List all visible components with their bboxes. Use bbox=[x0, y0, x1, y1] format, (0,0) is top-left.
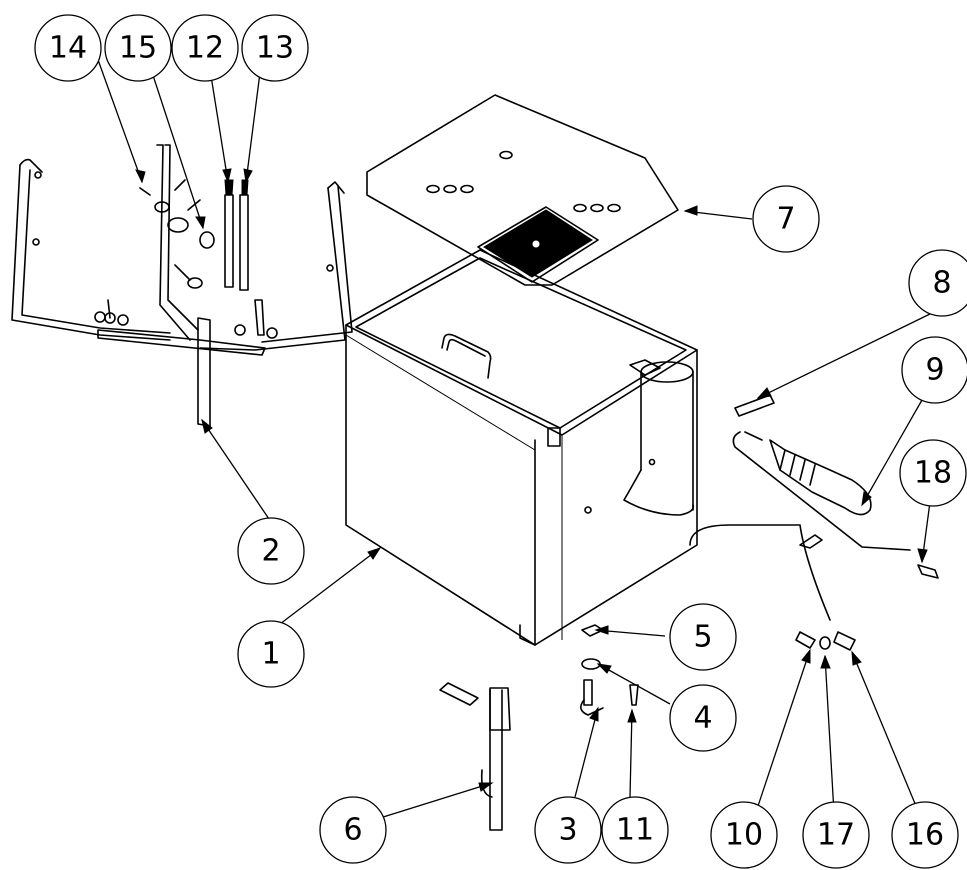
svg-text:18: 18 bbox=[914, 456, 952, 491]
svg-text:1: 1 bbox=[261, 637, 280, 672]
callout-7: 7 bbox=[752, 185, 820, 253]
callout-3: 3 bbox=[534, 796, 602, 864]
svg-text:7: 7 bbox=[776, 202, 795, 237]
callout-9: 9 bbox=[901, 336, 967, 404]
callout-1: 1 bbox=[237, 620, 305, 688]
svg-text:4: 4 bbox=[693, 701, 712, 736]
callout-10: 10 bbox=[710, 801, 778, 869]
support-frame bbox=[11, 144, 353, 427]
svg-text:16: 16 bbox=[906, 818, 944, 853]
callout-13: 13 bbox=[241, 14, 309, 82]
callout-16: 16 bbox=[891, 801, 959, 869]
callout-15: 15 bbox=[104, 14, 172, 82]
fittings-cluster bbox=[139, 179, 249, 291]
callout-11: 11 bbox=[601, 796, 669, 864]
tank-body bbox=[345, 249, 698, 646]
leader-lines bbox=[96, 56, 933, 819]
callout-5: 5 bbox=[669, 603, 737, 671]
callout-14: 14 bbox=[34, 14, 102, 82]
svg-text:11: 11 bbox=[616, 813, 654, 848]
svg-text:15: 15 bbox=[119, 31, 157, 66]
svg-text:17: 17 bbox=[817, 818, 855, 853]
callout-2: 2 bbox=[237, 517, 305, 585]
svg-text:3: 3 bbox=[558, 813, 577, 848]
callout-18: 18 bbox=[899, 439, 967, 507]
bottom-fittings bbox=[439, 624, 856, 831]
svg-text:6: 6 bbox=[343, 813, 362, 848]
svg-text:2: 2 bbox=[261, 534, 280, 569]
svg-text:8: 8 bbox=[932, 266, 951, 301]
svg-text:5: 5 bbox=[693, 620, 712, 655]
callout-12: 12 bbox=[171, 14, 239, 82]
callout-4: 4 bbox=[669, 684, 737, 752]
callout-6: 6 bbox=[319, 796, 387, 864]
svg-text:9: 9 bbox=[925, 353, 944, 388]
callout-17: 17 bbox=[802, 801, 870, 869]
svg-text:13: 13 bbox=[256, 31, 294, 66]
svg-text:14: 14 bbox=[49, 31, 87, 66]
callout-8: 8 bbox=[908, 249, 967, 317]
lid-plate bbox=[366, 94, 679, 286]
svg-text:12: 12 bbox=[186, 31, 224, 66]
probe-assembly bbox=[689, 394, 939, 621]
svg-text:10: 10 bbox=[725, 818, 763, 853]
